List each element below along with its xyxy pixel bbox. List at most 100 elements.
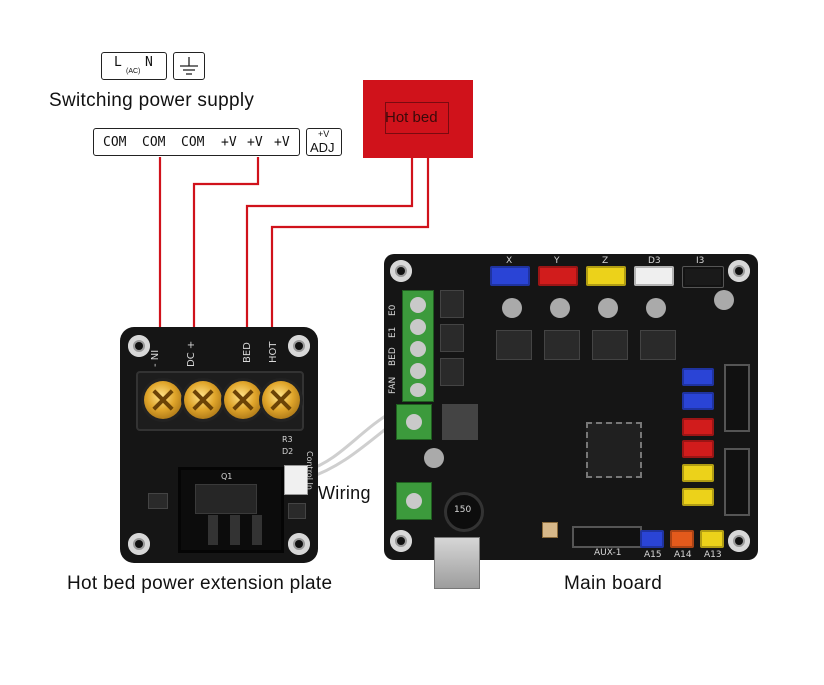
endstop-connector-y <box>538 266 578 286</box>
silk-control-in: Control In <box>305 451 314 490</box>
capacitor <box>646 298 666 318</box>
mosfet-leg <box>230 515 240 545</box>
terminal-screw <box>406 493 422 509</box>
silk-a15: A15 <box>644 550 662 560</box>
silk-a14: A14 <box>674 550 692 560</box>
ac-label-l: L <box>114 55 122 70</box>
terminal-com-2: COM <box>142 135 166 150</box>
power-wires <box>158 157 430 332</box>
adj-top-label: +V <box>318 129 330 139</box>
mount-hole <box>288 533 310 555</box>
silk-d2: D2 <box>282 447 294 456</box>
side-label-e1: E1 <box>388 326 398 338</box>
side-label-bed: BED <box>388 347 398 366</box>
mount-hole <box>288 335 310 357</box>
label-d3: D3 <box>648 256 661 266</box>
aux-header <box>572 526 642 548</box>
mosfet-body <box>195 484 257 514</box>
dc-output-terminal: COM COM COM +V +V +V <box>93 128 300 156</box>
adj-bottom-label: ADJ <box>310 140 335 155</box>
mount-hole <box>390 530 412 552</box>
mount-hole <box>390 260 412 282</box>
terminal-screw <box>144 381 182 419</box>
ground-terminal <box>173 52 205 80</box>
power-supply-title: Switching power supply <box>49 90 255 111</box>
label-z: Z <box>602 256 609 266</box>
side-connector-blue <box>682 392 714 410</box>
usb-port <box>434 537 480 589</box>
smd-chip <box>288 503 306 519</box>
mosfet <box>440 290 464 318</box>
inductor-label: 150 <box>454 505 472 515</box>
terminal-screw <box>410 363 426 379</box>
terminal-screw <box>224 381 262 419</box>
exp-header <box>724 364 750 432</box>
mount-hole <box>128 335 150 357</box>
capacitor <box>714 290 734 310</box>
terminal-v-2: +V <box>247 135 263 150</box>
mosfet <box>440 358 464 386</box>
wire-bed-to-hotbed <box>245 157 414 332</box>
label-i3: I3 <box>696 256 705 266</box>
main-board-title: Main board <box>564 573 663 594</box>
mount-hole <box>128 533 150 555</box>
wire-v-to-plus <box>192 157 260 332</box>
side-connector-blue <box>682 368 714 386</box>
inductor: 150 <box>444 492 484 532</box>
terminal-com-1: COM <box>103 135 127 150</box>
terminal-label-bed: BED <box>242 342 253 363</box>
side-connector-red <box>682 418 714 436</box>
ac-input-terminal: L N (AC) <box>101 52 167 80</box>
silk-q1: Q1 <box>221 472 233 481</box>
wiring-label: Wiring <box>318 483 371 503</box>
extension-plate: - NI DC + BED HOT Q1 R3 D2 Control In <box>120 327 318 563</box>
mosfet-leg <box>252 515 262 545</box>
mosfet-leg <box>208 515 218 545</box>
ac-label-n: N <box>145 55 153 70</box>
control-terminal-top <box>396 404 432 440</box>
terminal-label-minus-in: - NI <box>150 349 161 367</box>
microcontroller <box>586 422 642 478</box>
capacitor <box>598 298 618 318</box>
side-connector-yellow <box>682 488 714 506</box>
terminal-screw <box>406 414 422 430</box>
side-label-e0: E0 <box>388 304 398 316</box>
terminal-screw <box>410 383 426 397</box>
thermistor-connector-a14 <box>670 530 694 548</box>
ground-icon <box>180 57 198 75</box>
extension-plate-title: Hot bed power extension plate <box>67 573 333 594</box>
smd-chip <box>148 493 168 509</box>
silk-r3: R3 <box>282 435 293 444</box>
control-wire-1 <box>307 408 396 472</box>
control-in-connector <box>284 465 308 495</box>
ac-sub-label: (AC) <box>126 68 141 75</box>
side-connector-yellow <box>682 464 714 482</box>
silk-a13: A13 <box>704 550 722 560</box>
label-y: Y <box>554 256 560 266</box>
power-in-terminal <box>396 482 432 520</box>
silk-aux-1: AUX-1 <box>594 548 622 558</box>
side-label-fan: FAN <box>388 376 398 394</box>
adj-terminal: +V ADJ <box>306 128 342 156</box>
label-x: X <box>506 256 513 266</box>
voltage-regulator <box>442 404 478 440</box>
hot-bed-label: Hot bed <box>385 109 438 126</box>
capacitor <box>550 298 570 318</box>
capacitor <box>502 298 522 318</box>
endstop-connector-x <box>490 266 530 286</box>
terminal-v-1: +V <box>221 135 237 150</box>
terminal-com-3: COM <box>181 135 205 150</box>
mosfet-legs <box>208 515 268 545</box>
terminal-screw <box>410 341 426 357</box>
hot-bed-inner-frame <box>385 102 449 134</box>
capacitor <box>424 448 444 468</box>
stepper-driver <box>592 330 628 360</box>
mount-hole <box>728 530 750 552</box>
reset-button <box>542 522 558 538</box>
hot-bed: Hot bed <box>363 80 473 158</box>
mosfet <box>440 324 464 352</box>
thermistor-connector-a15 <box>640 530 664 548</box>
terminal-screw <box>410 319 426 335</box>
side-connector-red <box>682 440 714 458</box>
main-board: X Y Z D3 I3 E0 E1 BED FAN 150 <box>384 254 758 560</box>
